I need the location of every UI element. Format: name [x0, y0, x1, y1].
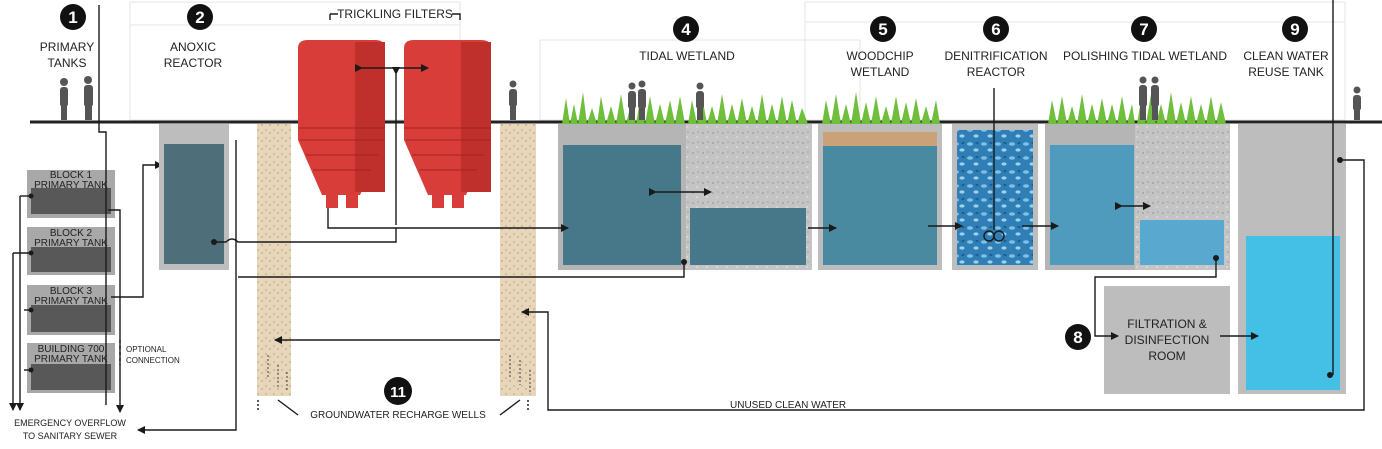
primary-tank-label-1b: PRIMARY TANK — [34, 180, 108, 191]
anoxic-reactor — [159, 124, 229, 270]
step-2-label-2: REACTOR — [164, 56, 223, 70]
wetland-grass — [562, 92, 1226, 124]
step-6-label-2: REACTOR — [967, 65, 1026, 79]
step-11-label: GROUNDWATER RECHARGE WELLS — [310, 410, 486, 421]
emergency-overflow-label-1: EMERGENCY OVERFLOW — [14, 418, 126, 428]
step-5-number: 5 — [878, 20, 887, 39]
trickling-filter-right — [404, 40, 491, 208]
unused-clean-water-label: UNUSED CLEAN WATER — [730, 400, 846, 411]
primary-tank-label-2a: BLOCK 2 — [50, 228, 93, 239]
step-9-label-2: REUSE TANK — [1248, 65, 1324, 79]
step-5-badge: 5 WOODCHIP WETLAND — [846, 16, 914, 79]
primary-tank-block-3: BLOCK 3 PRIMARY TANK — [27, 285, 115, 335]
step-6-number: 6 — [991, 20, 1000, 39]
step-8-badge: 8 — [1065, 324, 1091, 350]
primary-tank-block-1: BLOCK 1 PRIMARY TANK — [27, 170, 115, 218]
optional-connection-label-2: CONNECTION — [126, 356, 180, 365]
step-1-label-1: PRIMARY — [40, 40, 94, 54]
step-1-badge: 1 PRIMARY TANKS — [40, 4, 94, 70]
step-6-label-1: DENITRIFICATION — [944, 49, 1047, 63]
step-11-number: 11 — [390, 384, 406, 401]
pipe-end-dots — [28, 157, 1343, 378]
polishing-tidal-wetland — [1045, 124, 1230, 270]
filtration-disinfection-room: FILTRATION & DISINFECTION ROOM — [1104, 286, 1230, 394]
recharge-well-left — [257, 124, 291, 396]
primary-tank-label-2b: PRIMARY TANK — [34, 238, 108, 249]
well-dashes — [257, 400, 529, 412]
step-5-label-2: WETLAND — [851, 65, 910, 79]
primary-tank-label-3b: PRIMARY TANK — [34, 296, 108, 307]
primary-tank-block-2: BLOCK 2 PRIMARY TANK — [27, 227, 115, 275]
step-2-badge: 2 ANOXIC REACTOR — [164, 4, 223, 70]
primary-tank-label-4a: BUILDING 700 — [38, 344, 105, 355]
background-building — [129, 1, 1346, 121]
tidal-wetland — [558, 124, 812, 270]
step-9-number: 9 — [1290, 20, 1299, 39]
step-6-badge: 6 DENITRIFICATION REACTOR — [944, 16, 1048, 79]
denitrification-reactor — [952, 88, 1038, 270]
woodchip-wetland — [818, 124, 942, 270]
step-5-label-1: WOODCHIP — [846, 49, 913, 63]
filtration-label-2: DISINFECTION — [1125, 333, 1210, 347]
step-1-number: 1 — [68, 8, 77, 27]
filtration-label-1: FILTRATION & — [1127, 317, 1207, 331]
primary-tank-building-700: BUILDING 700 PRIMARY TANK — [27, 343, 115, 393]
primary-tank-label-3a: BLOCK 3 — [50, 286, 93, 297]
step-2-label-1: ANOXIC — [170, 40, 216, 54]
people-silhouettes — [60, 76, 1361, 120]
recharge-well-right — [500, 124, 536, 396]
step-9-label-1: CLEAN WATER — [1243, 49, 1329, 63]
step-7-number: 7 — [1139, 20, 1148, 39]
primary-tank-label-4b: PRIMARY TANK — [34, 354, 108, 365]
primary-tank-piping — [9, 5, 163, 413]
mixer-icon — [983, 230, 1005, 242]
step-7-badge: 7 POLISHING TIDAL WETLAND — [1063, 16, 1227, 63]
emergency-overflow-label-2: TO SANITARY SEWER — [23, 431, 118, 441]
well-leader-lines — [277, 399, 521, 416]
step-2-number: 2 — [195, 8, 204, 27]
optional-connection-label-1: OPTIONAL — [126, 345, 167, 354]
filtration-label-3: ROOM — [1148, 349, 1185, 363]
step-4-badge: 4 TIDAL WETLAND — [639, 16, 735, 63]
trickling-filters-label: TRICKLING FILTERS — [337, 7, 453, 21]
flow-pipes — [214, 159, 1365, 411]
overflow-return-pipe — [137, 140, 237, 434]
trickling-filters-bracket — [329, 13, 461, 20]
step-4-number: 4 — [681, 20, 691, 39]
primary-tank-label-1a: BLOCK 1 — [50, 170, 93, 181]
step-11-badge: 11 GROUNDWATER RECHARGE WELLS — [310, 377, 486, 421]
step-1-label-2: TANKS — [47, 56, 86, 70]
step-7-label-1: POLISHING TIDAL WETLAND — [1063, 49, 1227, 63]
step-4-label-1: TIDAL WETLAND — [639, 49, 735, 63]
step-9-badge: 9 CLEAN WATER REUSE TANK — [1243, 16, 1329, 79]
trickling-filter-left — [298, 40, 385, 208]
clean-water-reuse-tank — [1238, 124, 1346, 394]
step-8-number: 8 — [1073, 328, 1082, 347]
